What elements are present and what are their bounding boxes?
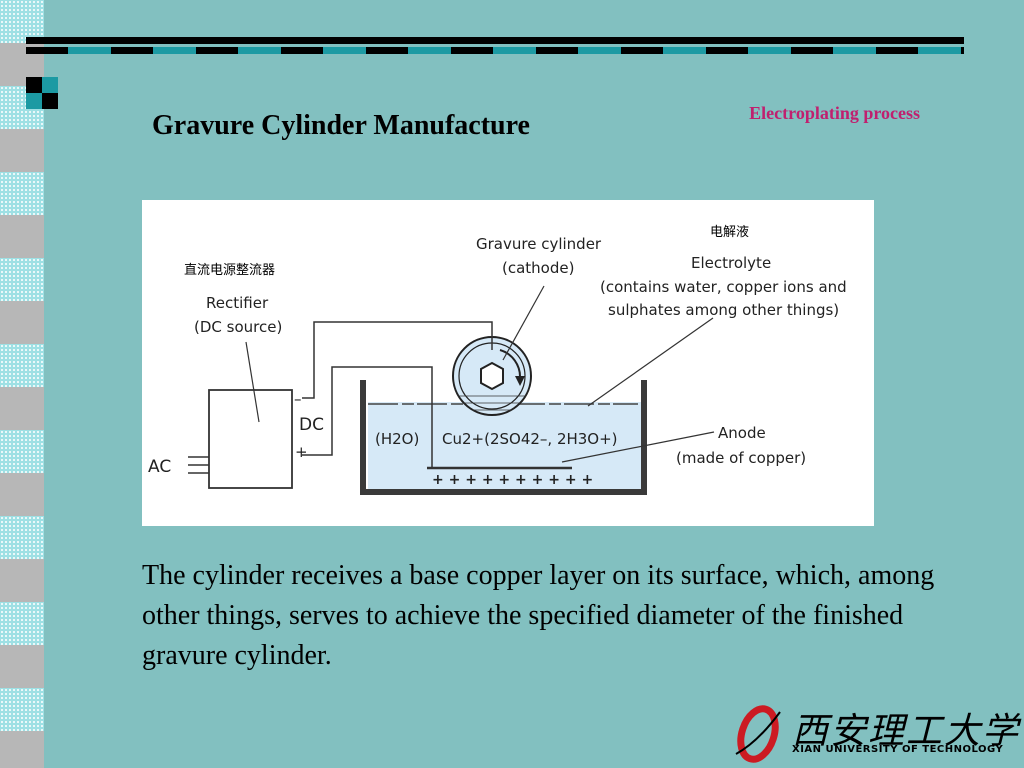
body-paragraph: The cylinder receives a base copper laye… [142, 560, 935, 671]
ac-label: AC [148, 457, 171, 477]
electrolyte-sublabel-1: (contains water, copper ions and [600, 278, 847, 296]
label-leader-lines [245, 285, 715, 463]
cylinder-label: Gravure cylinder [476, 235, 602, 253]
circuit-wires [302, 321, 572, 470]
logo-chinese-name: 西安理工大学 [792, 711, 1021, 752]
university-logo: 西安理工大学 XIAN UNIVERSITY OF TECHNOLOGY [728, 700, 1024, 768]
water-formula: (H2O) [375, 430, 419, 448]
anode-label: Anode [718, 424, 766, 442]
electrolyte-sublabel-2: sulphates among other things) [608, 301, 839, 319]
dc-plus-sign: + [295, 443, 308, 461]
cylinder-sublabel: (cathode) [502, 259, 574, 277]
rectifier-cn-label: 直流电源整流器 [184, 263, 275, 278]
university-emblem-icon [735, 705, 781, 763]
ion-formula: Cu2+(2SO42–, 2H3O+) [442, 430, 618, 448]
logo-english-name: XIAN UNIVERSITY OF TECHNOLOGY [792, 744, 1004, 755]
section-subtitle: Electroplating process [749, 103, 920, 123]
electrolyte-label: Electrolyte [691, 254, 771, 272]
left-decorative-strip [0, 0, 44, 768]
electroplating-diagram: 直流电源整流器 Rectifier (DC source) Gravure cy… [142, 200, 874, 526]
rectifier-label: Rectifier [206, 294, 269, 312]
gravure-cylinder-icon [452, 336, 532, 416]
ac-input-lines [188, 456, 209, 474]
rectifier-box [208, 389, 293, 489]
top-divider [26, 37, 964, 55]
electrolyte-cn-label: 电解液 [710, 225, 749, 240]
dc-minus-sign: – [294, 390, 302, 408]
anode-sublabel: (made of copper) [676, 449, 806, 467]
rectifier-sublabel: (DC source) [194, 318, 282, 336]
anode-plus-row: + + + + + + + + + + [432, 472, 593, 488]
page-title: Gravure Cylinder Manufacture [152, 110, 530, 141]
dc-label: DC [299, 415, 324, 435]
